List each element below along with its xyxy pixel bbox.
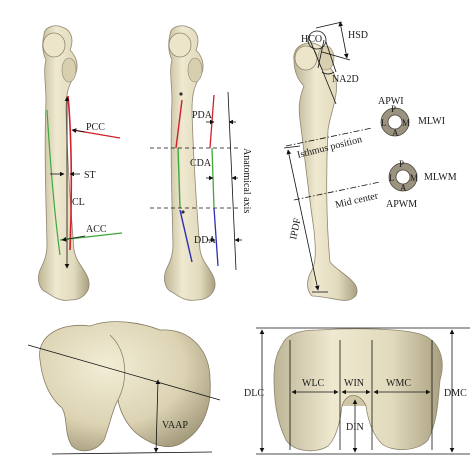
label-hsd: HSD [348,30,368,41]
section-i-label-m: M [402,118,410,128]
condyle-fold [109,334,126,401]
panel-distal-lateral: VAAP [27,321,221,455]
label-cl: CL [72,197,85,208]
anatomical-axis-line [227,91,237,271]
section-i-label-l: L [381,118,387,128]
isthmus-line [285,127,373,147]
na2d-arc [321,71,335,75]
label-din: DIN [346,422,364,433]
label-cda: CDA [190,158,212,169]
acc-curvature-line [46,109,61,256]
panel-diaphysis: PDA CDA DDA Anatomical axis [150,25,252,301]
cross-section-isthmus: P L M A [380,104,410,138]
dda-ref-line [213,207,219,267]
dda-blue-line [179,209,193,263]
cross-section-mid: P L M A [388,159,418,193]
femoral-head-2 [168,32,192,58]
ipdf-dim [286,149,320,291]
label-mlwi: MLWI [418,116,445,127]
neck-axis [309,39,337,105]
pda-red-line [175,99,183,149]
label-ipdf: IPDF [288,217,303,241]
label-mid-center: Mid center [334,190,380,211]
neck-line-b [325,41,337,73]
neck-line-a [317,39,325,69]
label-dda: DDA [194,235,216,246]
acc-arrow [61,235,86,242]
head-circle [307,30,327,50]
femur-bone-3 [293,42,358,301]
label-wmc: WMC [386,378,411,389]
label-mlwm: MLWM [424,172,457,183]
axis-point-top [179,92,183,96]
label-hco: HCO [301,34,322,45]
pcc-arrow [71,128,86,134]
panel-distal-frontal: DLC WLC WIN WMC DMC DIN [244,327,470,455]
distal-femur-lateral [39,321,211,452]
section-i-label-p: P [391,104,396,114]
label-vaap: VAAP [162,420,188,431]
label-dmc: DMC [444,388,467,399]
section-m-label-a: A [400,183,407,193]
vaap-vertical-dim [153,379,161,453]
pda-ref-line [209,94,215,149]
vaap-tangent-line [27,344,221,401]
section-m-label-l: L [389,173,395,183]
hsd-tick-a [315,21,343,29]
femoral-head-1 [42,32,66,58]
axis-point-bottom [181,210,185,214]
section-i-label-a: A [392,128,399,138]
vaap-base-line [51,451,213,455]
label-anatomical-axis: Anatomical axis [241,148,252,213]
label-na2d: NA2D [332,74,359,85]
greater-trochanter-1 [61,57,77,83]
label-dlc: DLC [244,388,264,399]
ipdf-ext-top [283,145,301,149]
femur-bone-1 [38,25,90,301]
label-pda: PDA [192,110,213,121]
hsd-tick-b [321,51,351,61]
label-st: ST [84,170,96,181]
label-apwm: APWM [386,199,417,210]
label-apwi: APWI [378,96,404,107]
panel-proximal: P L M A P L M A HCO HSD NA2D APWI MLWI M… [283,21,457,301]
label-win: WIN [344,378,364,389]
label-pcc: PCC [86,122,105,133]
femur-bone-2 [164,25,216,301]
hsd-dim [338,21,349,59]
panel-femur-curvature: PCC ST CL ACC [38,25,123,301]
section-m-label-m: M [410,173,418,183]
label-wlc: WLC [302,378,325,389]
cda-green-line [177,147,181,209]
greater-trochanter-2 [187,57,203,83]
section-m-label-p: P [399,159,404,169]
label-acc: ACC [86,224,107,235]
